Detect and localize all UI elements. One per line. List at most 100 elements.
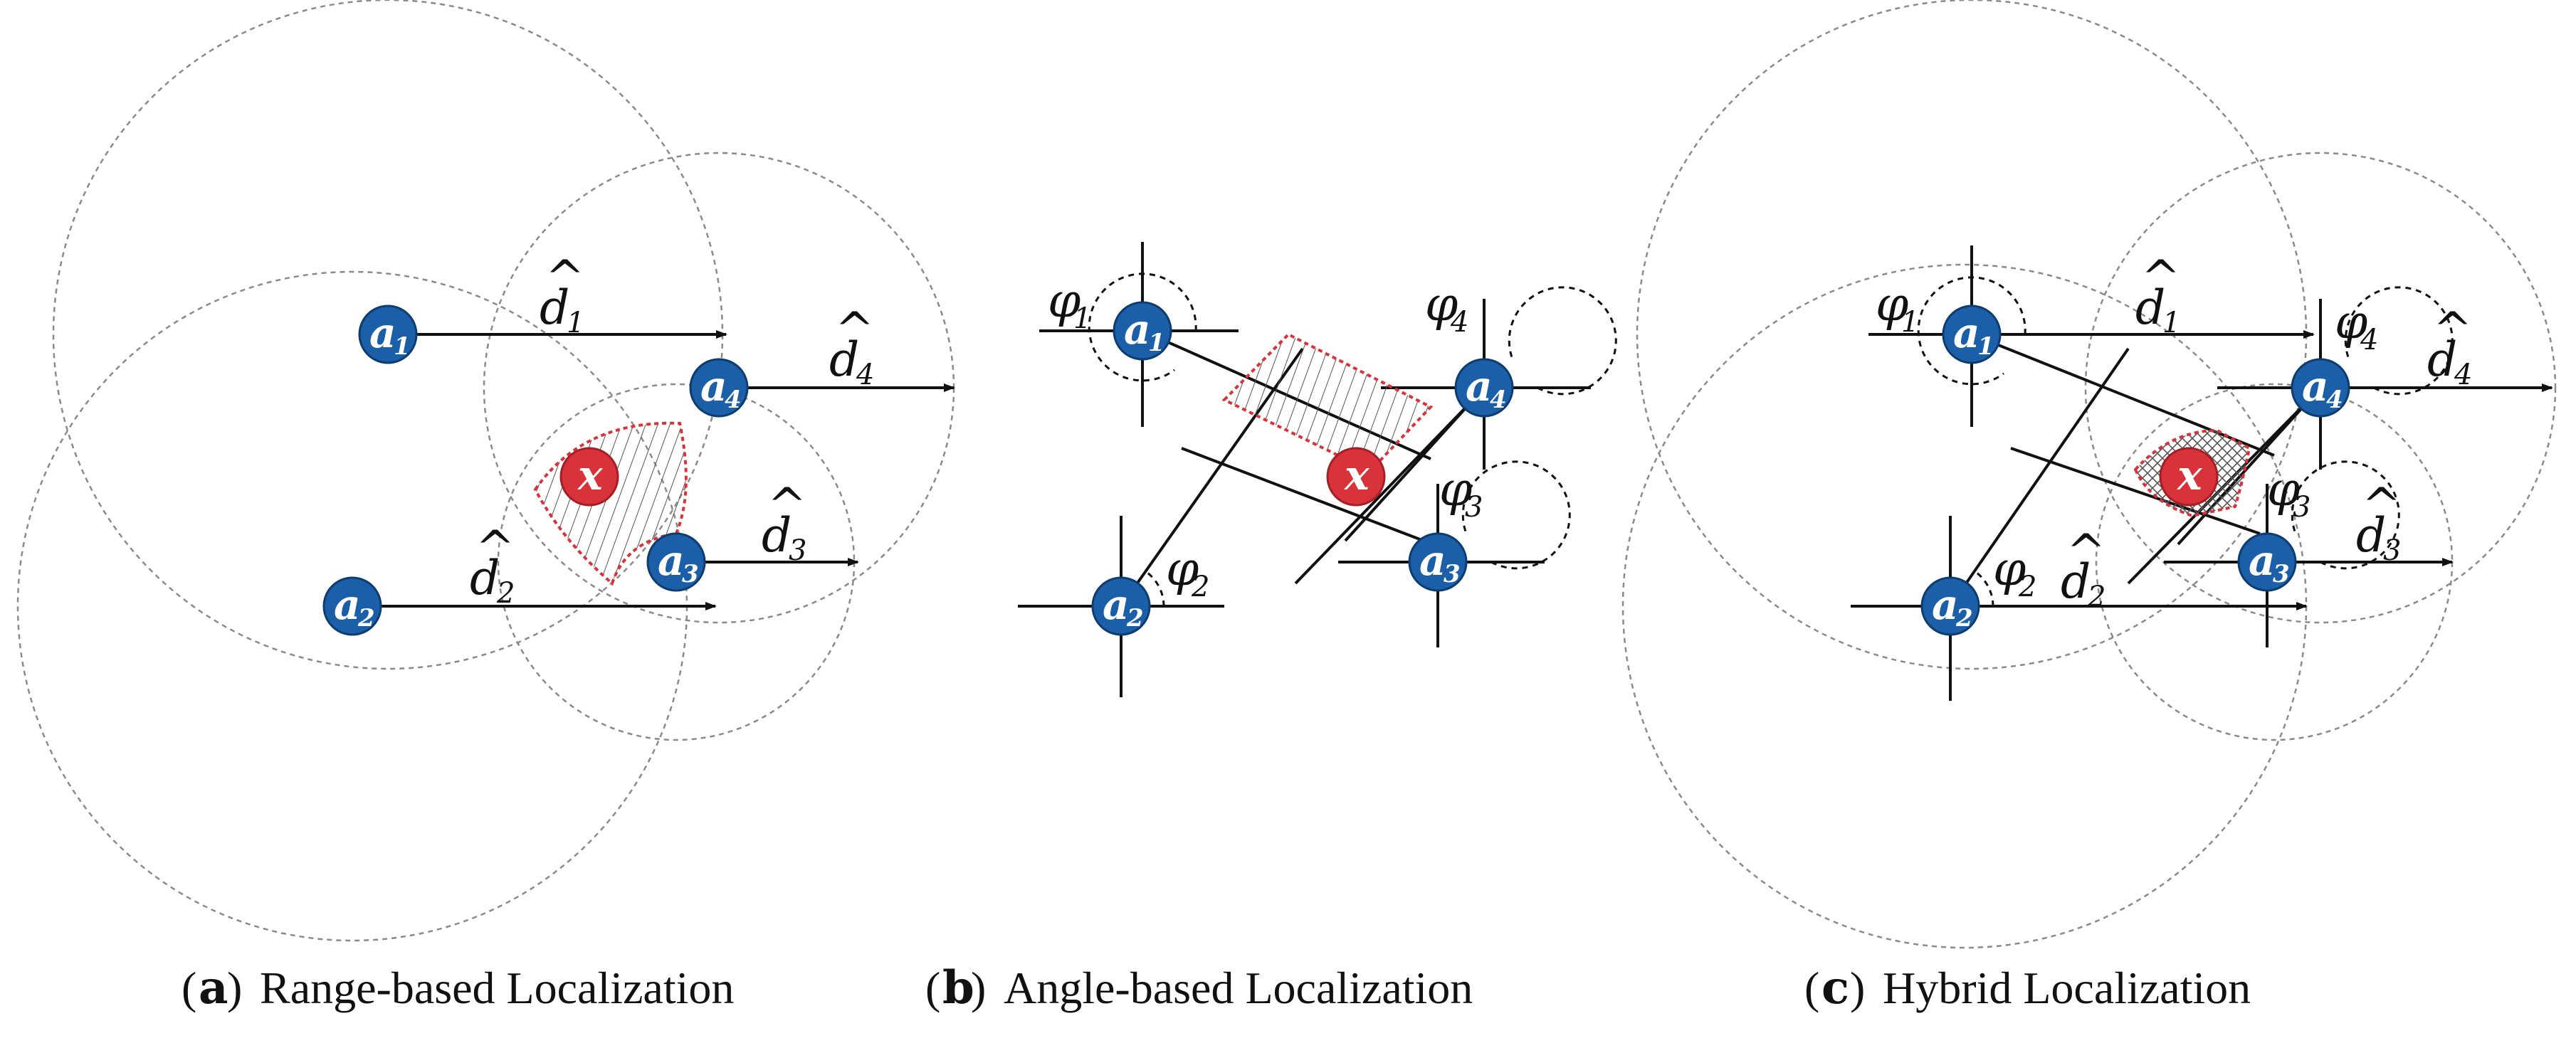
svg-text:x: x [2176,451,2203,499]
angle-label-phi2: φ2 [1166,541,1209,603]
svg-text:Angle-based Localization: Angle-based Localization [1004,963,1473,1013]
svg-text:1: 1 [1073,302,1091,335]
svg-text:d: d [2135,280,2165,335]
svg-text:d: d [470,551,500,605]
svg-text:a: a [1103,581,1130,629]
svg-text:): ) [1850,963,1865,1013]
caption-b: ( b ) Angle-based Localization [925,961,1473,1015]
angle-label-phi1: φ1 [1048,273,1091,335]
angle-label-phi4: φ4 [1425,277,1468,339]
svg-text:3: 3 [1444,560,1461,588]
anchor-a4: a 4 [1454,358,1514,418]
svg-text:φ: φ [2267,462,2300,517]
svg-text:): ) [227,963,242,1013]
anchor-a2: a 2 [322,576,382,636]
feasible-region-angle [1221,332,1434,473]
svg-text:b: b [942,961,974,1015]
svg-text:4: 4 [1450,306,1468,339]
svg-text:(: ( [182,963,196,1013]
distance-label-d2: d ^ 2 [2061,524,2106,613]
svg-text:a: a [2249,536,2276,585]
svg-text:^: ^ [475,521,515,576]
range-circle-a4 [2084,152,2557,624]
svg-text:4: 4 [725,386,742,414]
svg-text:Range-based Localization: Range-based Localization [260,963,734,1013]
svg-text:a: a [369,309,396,357]
svg-text:c: c [1821,961,1849,1015]
target-x: x [2159,447,2219,507]
svg-text:1: 1 [1977,332,1994,361]
panel-range-based: d ^ 1 d ^ 2 d ^ 3 d ^ 4 a 1 a 2 [16,0,955,1015]
anchor-a1: a 1 [1113,301,1172,361]
svg-text:3: 3 [2383,534,2401,567]
svg-text:^: ^ [545,250,584,305]
distance-label-d4: d ^ 4 [2427,302,2472,391]
svg-text:4: 4 [2326,386,2343,414]
svg-text:4: 4 [2360,324,2378,356]
distance-label-d4: d ^ 4 [829,302,874,391]
angle-label-phi4: φ4 [2335,295,2378,356]
svg-text:d: d [2356,508,2386,563]
svg-text:2: 2 [1955,604,1973,632]
svg-text:1: 1 [394,332,411,361]
svg-text:a: a [1419,536,1446,585]
angle-label-phi3: φ3 [2267,462,2310,524]
bearing-line-a4 [1344,386,1486,542]
svg-text:^: ^ [2141,250,2180,305]
svg-text:φ: φ [1876,277,1908,332]
svg-text:^: ^ [767,478,806,533]
svg-text:a: a [1466,362,1493,411]
svg-text:4: 4 [1490,386,1507,414]
svg-text:d: d [762,508,792,563]
angle-arc-phi3 [1461,460,1571,570]
anchor-a2: a 2 [1091,576,1151,636]
svg-text:a: a [1124,305,1151,354]
svg-text:3: 3 [682,560,699,588]
angle-label-phi3: φ3 [1439,462,1483,524]
angle-label-phi1: φ1 [1876,277,1919,339]
svg-text:φ: φ [1166,541,1199,596]
svg-text:φ: φ [1425,277,1458,332]
svg-text:d: d [829,332,859,387]
caption-a: ( a ) Range-based Localization [182,961,734,1015]
distance-label-d3: d ^ 3 [2356,478,2401,567]
svg-text:2: 2 [2018,571,2036,603]
svg-text:a: a [199,961,228,1015]
svg-text:3: 3 [1465,491,1483,524]
svg-text:d: d [540,280,569,335]
panel-hybrid: d ^ 1 d ^ 2 d ^ 3 d ^ 4 φ1 φ2 φ3 φ4 [1621,0,2557,1015]
anchor-a3: a 3 [1408,532,1468,592]
svg-text:φ: φ [1993,541,2026,596]
angle-arc-phi2 [1147,571,1165,607]
svg-text:3: 3 [2293,491,2310,524]
target-x: x [1326,447,1386,507]
anchor-a2: a 2 [1920,576,1980,636]
caption-c: ( c ) Hybrid Localization [1804,961,2251,1015]
angle-label-phi2: φ2 [1993,541,2036,603]
svg-text:Hybrid Localization: Hybrid Localization [1883,963,2251,1013]
svg-text:a: a [658,536,685,585]
svg-text:x: x [577,451,604,499]
svg-text:^: ^ [2066,524,2106,579]
anchor-a3: a 3 [2237,532,2297,592]
angle-arc-phi1 [1088,272,1197,382]
svg-text:a: a [700,362,727,411]
svg-text:^: ^ [2433,302,2472,357]
svg-text:φ: φ [1439,462,1472,517]
svg-text:a: a [2302,362,2329,411]
svg-text:2: 2 [1126,604,1144,632]
svg-text:a: a [334,581,361,629]
svg-text:1: 1 [1901,306,1919,339]
panel-angle-based: φ1 φ2 φ3 φ4 a 1 a 2 a 3 a 4 [925,242,1617,1015]
svg-text:φ: φ [2335,295,2367,349]
svg-text:2: 2 [357,604,375,632]
svg-text:1: 1 [2162,307,2180,339]
distance-label-d3: d ^ 3 [762,478,806,567]
svg-text:a: a [1953,309,1980,357]
svg-text:^: ^ [2362,478,2401,533]
distance-label-d1: d ^ 1 [540,250,584,339]
svg-text:4: 4 [2454,359,2472,391]
svg-text:1: 1 [567,307,584,339]
svg-text:φ: φ [1048,273,1081,328]
svg-text:4: 4 [856,359,874,391]
